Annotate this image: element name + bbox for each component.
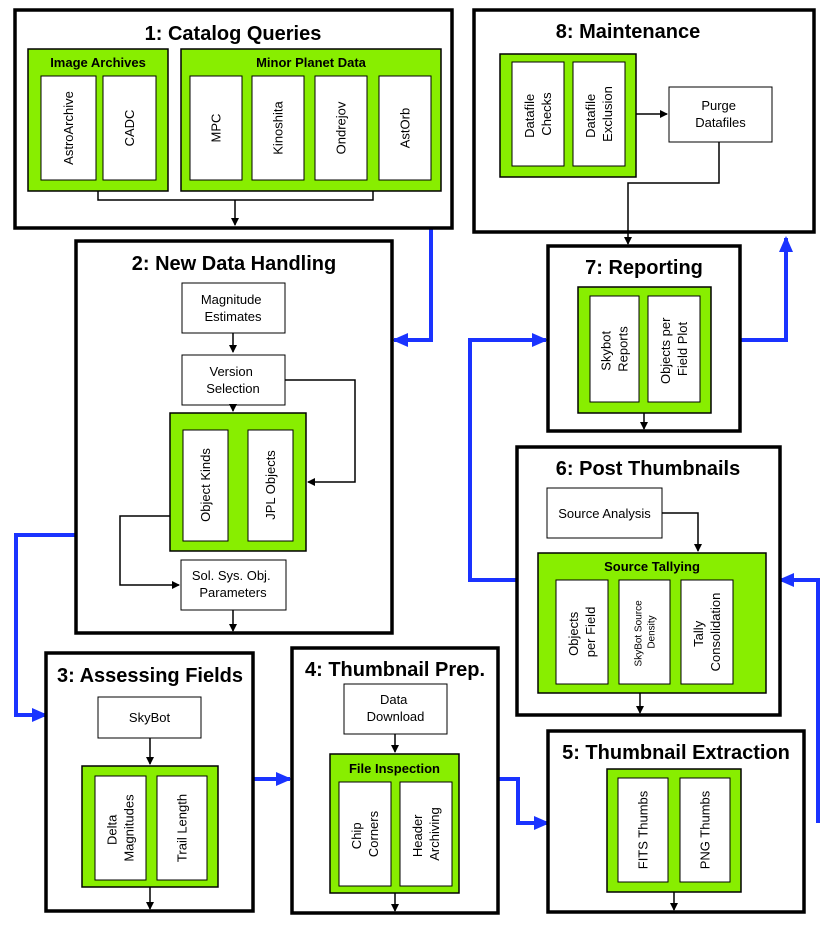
box-jpl-objects — [247, 429, 294, 542]
stage-title: 8: Maintenance — [556, 21, 700, 43]
box-datafile-checks — [511, 61, 565, 167]
box-label: Version Selection — [206, 364, 259, 396]
box-label: Datafile Exclusion — [583, 86, 615, 142]
stage-4-thumbnail-prep: 4: Thumbnail Prep. Data Download File In… — [290, 646, 500, 915]
box-astorb — [378, 75, 432, 181]
stage-title: 7: Reporting — [585, 257, 703, 279]
box-label: Ondrejov — [334, 101, 349, 154]
box-label: Sol. Sys. Obj. Parameters — [192, 568, 274, 600]
box-cadc — [102, 75, 157, 181]
box-kinoshita — [251, 75, 305, 181]
box-version-selection — [181, 354, 286, 406]
stage-2-new-data-handling: 2: New Data Handling Magnitude Estimates… — [74, 239, 394, 635]
box-label: Purge Datafiles — [695, 98, 746, 130]
box-tally-consolidation — [680, 579, 734, 685]
box-label: Header Archiving — [410, 807, 442, 860]
flow-arrow-7-to-8 — [740, 236, 793, 342]
stage-title: 6: Post Thumbnails — [556, 458, 740, 480]
flow-arrow-5-to-6 — [778, 573, 820, 823]
connector-lines — [119, 333, 356, 632]
stage-3-assessing-fields: 3: Assessing Fields SkyBot Delta Magnitu… — [44, 651, 255, 913]
box-label: Datafile Checks — [522, 90, 554, 138]
box-png-thumbs — [679, 777, 731, 883]
box-label: AstroArchive — [61, 91, 76, 165]
box-astroarchive — [40, 75, 97, 181]
box-label: Source Analysis — [558, 506, 651, 521]
box-objects-per-field-plot — [647, 295, 701, 403]
box-label: Objects per Field — [566, 607, 598, 658]
box-purge-datafiles — [668, 86, 773, 143]
box-magnitude-estimates — [181, 282, 286, 334]
box-skybot — [97, 696, 202, 739]
box-object-kinds — [182, 429, 229, 542]
box-label: MPC — [209, 114, 224, 143]
box-label: Kinoshita — [271, 100, 286, 154]
box-label: PNG Thumbs — [698, 790, 713, 869]
box-label: SkyBot — [129, 710, 171, 725]
box-mpc — [189, 75, 243, 181]
box-label: Tally Consolidation — [691, 593, 723, 672]
box-data-download — [343, 683, 448, 735]
stage-5-thumbnail-extraction: 5: Thumbnail Extraction FITS Thumbs PNG … — [546, 729, 806, 914]
box-label: FITS Thumbs — [636, 790, 651, 869]
stage-title: 1: Catalog Queries — [145, 23, 322, 45]
flow-arrow-2-to-3 — [14, 533, 76, 722]
flow-arrow-6-to-7 — [468, 333, 548, 582]
box-trail-length — [156, 775, 208, 881]
stage-1-catalog-queries: 1: Catalog Queries Image Archives AstroA… — [13, 8, 454, 230]
box-label: AstOrb — [398, 108, 413, 148]
box-label: Magnitude Estimates — [201, 292, 265, 324]
box-label: Trail Length — [175, 794, 190, 862]
box-chip-corners — [338, 781, 392, 887]
flow-arrow-1-to-2 — [392, 228, 433, 347]
stage-title: 5: Thumbnail Extraction — [562, 742, 790, 764]
box-label: Delta Magnitudes — [105, 794, 137, 862]
connector-lines — [636, 512, 702, 714]
box-objects-per-field — [555, 579, 609, 685]
group-title: Minor Planet Data — [256, 55, 367, 70]
box-label: Skybot Reports — [599, 326, 631, 372]
stage-6-post-thumbnails: 6: Post Thumbnails Source Analysis Sourc… — [515, 445, 782, 717]
group-title: File Inspection — [349, 761, 440, 776]
box-ondrejov — [314, 75, 368, 181]
box-header-archiving — [399, 781, 453, 887]
stage-title: 2: New Data Handling — [132, 253, 336, 275]
box-delta-magnitudes — [94, 775, 147, 881]
box-label: JPL Objects — [263, 450, 278, 520]
box-skybot-reports — [589, 295, 640, 403]
stage-8-maintenance: 8: Maintenance Datafile Checks Datafile … — [472, 8, 816, 245]
flow-arrows — [14, 228, 820, 830]
box-fits-thumbs — [617, 777, 669, 883]
stage-7-reporting: 7: Reporting Skybot Reports Objects per … — [546, 244, 742, 433]
flow-arrow-4-to-5 — [498, 777, 550, 830]
stage-title: 4: Thumbnail Prep. — [305, 659, 485, 681]
group-title: Source Tallying — [604, 559, 700, 574]
connector-lines — [624, 110, 720, 245]
box-label: Data Download — [367, 692, 425, 724]
box-label: Chip Corners — [349, 810, 381, 857]
box-label: Objects per Field Plot — [658, 314, 690, 384]
stage-title: 3: Assessing Fields — [57, 665, 243, 687]
box-skybot-source-density — [618, 579, 671, 685]
box-label: SkyBot Source Density — [634, 598, 658, 667]
box-datafile-exclusion — [572, 61, 626, 167]
box-label: Object Kinds — [198, 448, 213, 522]
group-title: Image Archives — [50, 55, 146, 70]
box-sol-sys-obj-params — [180, 559, 287, 611]
connector-lines — [97, 191, 374, 226]
box-label: CADC — [122, 110, 137, 147]
